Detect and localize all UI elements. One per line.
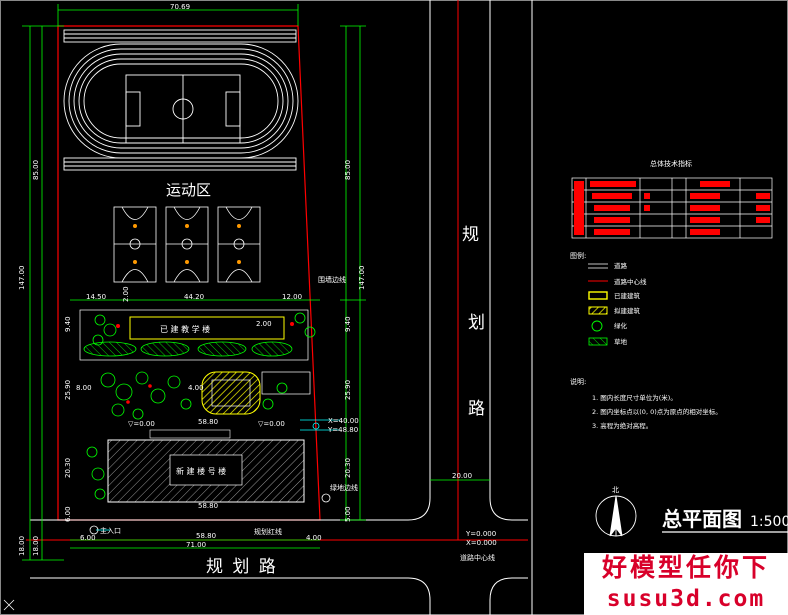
road-right-label-1: 规 — [462, 225, 481, 245]
dim-5880-c: 58.80 — [196, 532, 216, 540]
dim-500-right: 5.00 — [344, 506, 352, 522]
note-line-0: 1. 图内长度尺寸单位为(米)。 — [592, 393, 677, 402]
wall-label: 围墙边线 — [318, 275, 346, 284]
dim-5880-a: 58.80 — [198, 418, 218, 426]
note-line-2: 3. 高程为绝对高程。 — [592, 421, 652, 430]
dim-2000: 2.00 — [256, 320, 272, 328]
dim-top-width: 70.69 — [170, 3, 190, 11]
elev-a: ▽=0.00 — [128, 420, 155, 428]
dim-2590-left: 25.90 — [64, 380, 72, 400]
dim-2030-left: 20.30 — [64, 458, 72, 478]
coord-right2: Y=48.80 — [327, 426, 358, 434]
corner-mark-icon — [3, 599, 15, 611]
central-plaza — [201, 371, 261, 415]
coord-right: X=40.00 — [328, 417, 359, 425]
dim-940-left: 9.40 — [64, 316, 72, 332]
existing-teaching-label: 已 建 教 学 楼 — [160, 324, 210, 334]
legend-symbols — [588, 263, 608, 346]
basketball-hoops — [133, 224, 241, 264]
x-coord: X=0.000 — [466, 539, 497, 547]
dim-1800-b: 18.00 — [32, 536, 40, 556]
legend-item-2: 已建建筑 — [614, 291, 641, 300]
basketball-courts — [113, 206, 261, 283]
football-field — [125, 74, 241, 144]
dim-left-upper: 85.00 — [32, 160, 40, 180]
legend-item-3: 拟建建筑 — [614, 306, 641, 315]
dim-road-width: 20.00 — [452, 472, 472, 480]
legend-item-1: 道路中心线 — [614, 277, 647, 286]
road-right-label-2: 划 — [468, 313, 487, 333]
dim-400: 4.00 — [188, 384, 204, 392]
entrance-canopy — [149, 429, 231, 439]
note-line-1: 2. 图内坐标点以(0, 0)点为原点的相对坐标。 — [592, 407, 722, 416]
planning-red-line-label: 规划红线 — [254, 527, 282, 536]
dimension-lines — [22, 4, 490, 561]
legend-item-0: 道路 — [614, 261, 628, 270]
hedge-ovals — [83, 341, 293, 357]
legend-item-4: 绿化 — [614, 321, 628, 330]
road-lines — [30, 0, 528, 615]
main-entrance-label: 主入口 — [100, 526, 121, 535]
dim-seg-44: 44.20 — [184, 293, 204, 301]
plaza-core — [211, 379, 251, 407]
dim-5880-b: 58.80 — [198, 502, 218, 510]
dim-600-bottom: 6.00 — [80, 534, 96, 542]
dim-400-bottom: 4.00 — [306, 534, 322, 542]
dim-200b: 2.00 — [122, 286, 130, 302]
entrance-marker-left — [89, 525, 99, 535]
existing-teaching-building — [129, 316, 285, 340]
north-label: 北 — [612, 486, 619, 494]
dim-right-upper: 85.00 — [344, 160, 352, 180]
green-label: 绿地边线 — [330, 483, 358, 492]
north-arrow-icon — [595, 495, 637, 537]
new-building-label: 新 建 楼 号 楼 — [176, 466, 226, 476]
dim-seg-14: 14.50 — [86, 293, 106, 301]
sports-area-label: 运动区 — [166, 181, 211, 199]
dim-2030-right: 20.30 — [344, 458, 352, 478]
watermark-slogan: 好模型任你下 — [584, 553, 788, 583]
dim-right-total: 147.00 — [358, 266, 366, 291]
road-center-bottom-label: 道路中心线 — [460, 553, 495, 562]
road-bottom-label: 规 划 路 — [206, 557, 278, 577]
dim-940-right: 9.40 — [344, 316, 352, 332]
entrance-marker-right — [321, 493, 331, 503]
dim-800: 8.00 — [76, 384, 92, 392]
legend-item-5: 草地 — [614, 337, 628, 346]
dim-600-left: 6.00 — [64, 506, 72, 522]
running-track — [63, 29, 299, 171]
y-coord: Y=0.000 — [465, 530, 496, 538]
new-building-label-box — [169, 454, 243, 486]
indicators-table — [571, 177, 773, 239]
table-cell-fills — [574, 181, 770, 235]
flower-dots — [116, 322, 294, 404]
watermark-url: susu3d.com — [584, 583, 788, 615]
dim-seg-12: 12.00 — [282, 293, 302, 301]
table-title: 总体技术指标 — [650, 159, 692, 168]
dim-2590-right: 25.90 — [344, 380, 352, 400]
teaching-block-outline — [79, 309, 309, 361]
dim-left-total: 147.00 — [18, 266, 26, 291]
legend-title: 图例: — [570, 251, 586, 260]
drawing-scale: 1:500 — [750, 514, 788, 530]
road-right-label-3: 路 — [468, 399, 487, 419]
notes-title: 说明: — [570, 377, 586, 386]
tree-clusters — [86, 312, 316, 500]
dim-bottom-width: 71.00 — [186, 541, 206, 549]
side-building — [261, 371, 311, 395]
elev-b: ▽=0.00 — [258, 420, 285, 428]
dim-1800-a: 18.00 — [18, 536, 26, 556]
drawing-title: 总平面图 — [662, 507, 742, 531]
